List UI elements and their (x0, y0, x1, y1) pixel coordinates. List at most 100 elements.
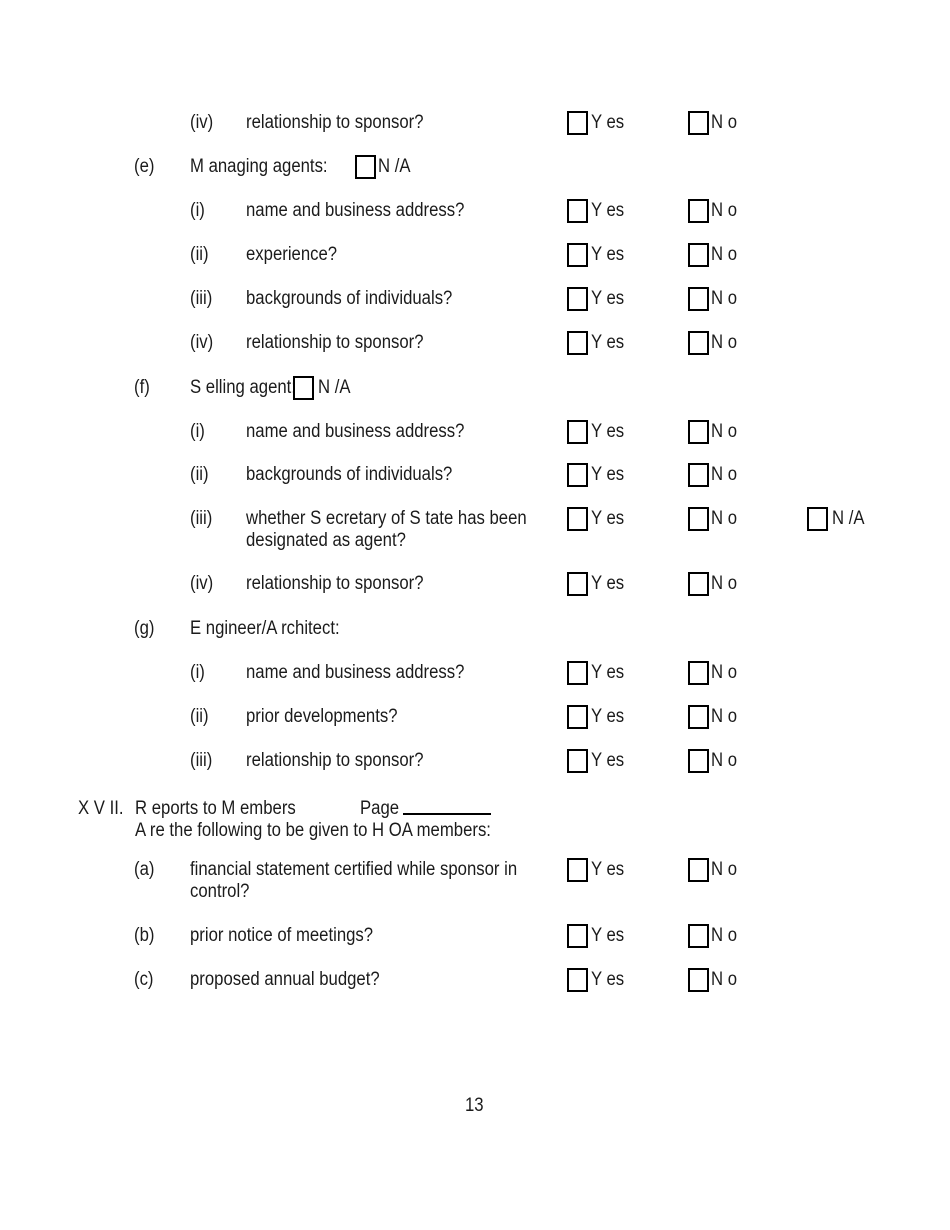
no-label: N o (711, 200, 738, 221)
no-checkbox[interactable] (688, 287, 709, 311)
yes-label: Y es (591, 244, 625, 265)
no-checkbox[interactable] (688, 968, 709, 992)
item-number: (ii) (190, 464, 209, 485)
page-field-blank[interactable] (403, 797, 491, 815)
no-checkbox[interactable] (688, 749, 709, 773)
subsection-row: (f) S elling agent: N /A (0, 376, 950, 402)
question-row: (ii) experience? Y es N o (0, 243, 950, 269)
no-checkbox[interactable] (688, 243, 709, 267)
no-label: N o (711, 573, 738, 594)
yes-checkbox[interactable] (567, 661, 588, 685)
question-text-line2: designated as agent? (246, 530, 406, 551)
yes-checkbox[interactable] (567, 199, 588, 223)
item-number: (iii) (190, 750, 213, 771)
question-text: name and business address? (246, 200, 465, 221)
no-label: N o (711, 464, 738, 485)
yes-checkbox[interactable] (567, 858, 588, 882)
yes-label: Y es (591, 750, 625, 771)
question-text: experience? (246, 244, 338, 265)
item-number: (iv) (190, 332, 214, 353)
yes-label: Y es (591, 464, 625, 485)
item-number: (ii) (190, 706, 209, 727)
question-text: relationship to sponsor? (246, 573, 424, 594)
question-text: relationship to sponsor? (246, 750, 424, 771)
yes-checkbox[interactable] (567, 749, 588, 773)
no-checkbox[interactable] (688, 924, 709, 948)
no-checkbox[interactable] (688, 331, 709, 355)
na-label: N /A (832, 508, 865, 529)
yes-label: Y es (591, 332, 625, 353)
yes-checkbox[interactable] (567, 111, 588, 135)
na-checkbox[interactable] (293, 376, 314, 400)
yes-checkbox[interactable] (567, 924, 588, 948)
no-label: N o (711, 750, 738, 771)
question-text: backgrounds of individuals? (246, 464, 453, 485)
page-number: 13 (465, 1095, 484, 1116)
item-number: (iv) (190, 573, 214, 594)
no-checkbox[interactable] (688, 111, 709, 135)
yes-checkbox[interactable] (567, 507, 588, 531)
yes-checkbox[interactable] (567, 463, 588, 487)
question-row: (iv) relationship to sponsor? Y es N o (0, 331, 950, 357)
section-header: X V II. R eports to M embers Page A re t… (0, 797, 950, 845)
item-number: (c) (134, 969, 154, 990)
na-checkbox[interactable] (355, 155, 376, 179)
question-text: proposed annual budget? (190, 969, 380, 990)
yes-label: Y es (591, 662, 625, 683)
yes-label: Y es (591, 508, 625, 529)
no-label: N o (711, 332, 738, 353)
no-checkbox[interactable] (688, 572, 709, 596)
no-checkbox[interactable] (688, 858, 709, 882)
no-checkbox[interactable] (688, 420, 709, 444)
item-number: (b) (134, 925, 155, 946)
yes-checkbox[interactable] (567, 287, 588, 311)
question-row: (c) proposed annual budget? Y es N o (0, 968, 950, 994)
no-checkbox[interactable] (688, 507, 709, 531)
subsection-row: (g) E ngineer/A rchitect: (0, 617, 950, 643)
question-text: relationship to sponsor? (246, 112, 424, 133)
no-label: N o (711, 288, 738, 309)
yes-checkbox[interactable] (567, 243, 588, 267)
item-number: (f) (134, 377, 150, 398)
item-number: (iv) (190, 112, 214, 133)
subsection-title: E ngineer/A rchitect: (190, 618, 340, 639)
question-row: (b) prior notice of meetings? Y es N o (0, 924, 950, 950)
no-label: N o (711, 421, 738, 442)
section-title: R eports to M embers (135, 798, 296, 819)
question-text: backgrounds of individuals? (246, 288, 453, 309)
no-checkbox[interactable] (688, 199, 709, 223)
question-text: name and business address? (246, 421, 465, 442)
subsection-row: (e) M anaging agents: N /A (0, 155, 950, 181)
no-label: N o (711, 706, 738, 727)
question-row: (iii) whether S ecretary of S tate has b… (0, 507, 950, 551)
yes-label: Y es (591, 925, 625, 946)
no-label: N o (711, 925, 738, 946)
no-checkbox[interactable] (688, 661, 709, 685)
item-number: (i) (190, 662, 205, 683)
question-row: (i) name and business address? Y es N o (0, 199, 950, 225)
yes-label: Y es (591, 706, 625, 727)
yes-checkbox[interactable] (567, 705, 588, 729)
yes-checkbox[interactable] (567, 968, 588, 992)
question-text: prior notice of meetings? (190, 925, 374, 946)
yes-checkbox[interactable] (567, 420, 588, 444)
yes-label: Y es (591, 200, 625, 221)
item-number: (ii) (190, 244, 209, 265)
section-number: X V II. (78, 798, 124, 819)
question-row: (ii) backgrounds of individuals? Y es N … (0, 463, 950, 489)
yes-checkbox[interactable] (567, 572, 588, 596)
na-checkbox[interactable] (807, 507, 828, 531)
no-checkbox[interactable] (688, 463, 709, 487)
yes-label: Y es (591, 288, 625, 309)
na-label: N /A (318, 377, 351, 398)
question-row: (iv) relationship to sponsor? Y es N o (0, 572, 950, 598)
yes-label: Y es (591, 859, 625, 880)
question-row: (ii) prior developments? Y es N o (0, 705, 950, 731)
question-text-line2: control? (190, 881, 250, 902)
yes-checkbox[interactable] (567, 331, 588, 355)
subsection-title: S elling agent: (190, 377, 296, 398)
subsection-title: M anaging agents: (190, 156, 328, 177)
question-row: (iii) relationship to sponsor? Y es N o (0, 749, 950, 775)
no-checkbox[interactable] (688, 705, 709, 729)
item-number: (a) (134, 859, 155, 880)
